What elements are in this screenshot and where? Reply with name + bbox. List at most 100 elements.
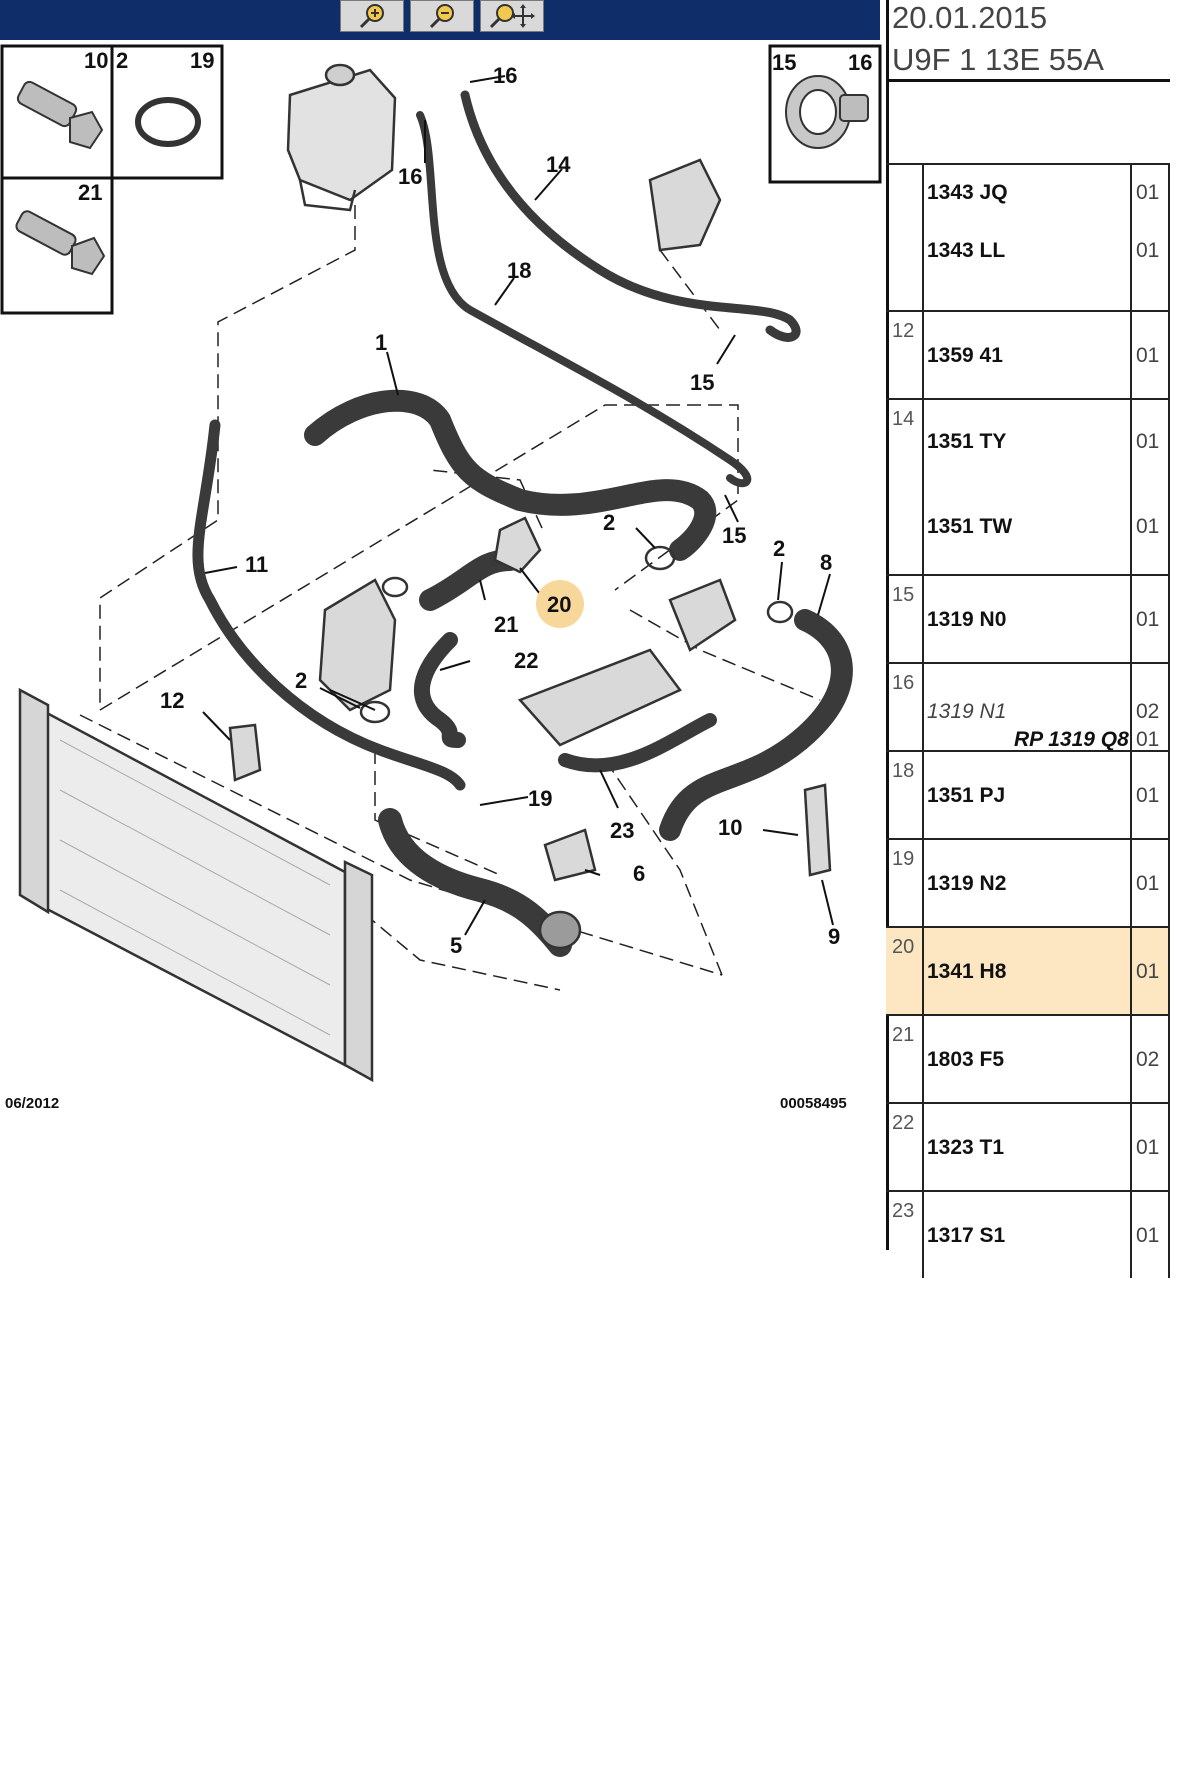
callout-19: 19 [528,786,552,811]
column-separator [1130,400,1132,574]
part-index: 14 [892,408,915,430]
part-reference[interactable]: 1351 TW [927,515,1013,538]
replacement-reference[interactable]: RP 1319 Q8 [1014,728,1129,751]
callout-16a: 16 [493,63,517,88]
column-separator [922,400,924,574]
column-separator [1168,1192,1170,1278]
part-reference[interactable]: 1319 N2 [927,872,1007,895]
part-index: 16 [892,672,915,694]
parts-row-18[interactable]: 18 1351 PJ 01 [886,750,1170,838]
callout-2c: 2 [295,668,307,693]
part-reference[interactable]: 1323 T1 [927,1136,1005,1159]
part-reference[interactable]: 1351 TY [927,430,1007,453]
callout-2b: 2 [773,536,785,561]
part-reference[interactable]: 1803 F5 [927,1048,1005,1071]
callout-10: 10 [718,815,742,840]
column-separator [1168,1104,1170,1190]
part-index: 23 [892,1200,915,1222]
callout-15b: 15 [722,523,746,548]
parts-row-23[interactable]: 23 1317 S1 01 [886,1190,1170,1278]
diagram-number-footer: 00058495 [780,1095,847,1112]
column-separator [1130,840,1132,926]
part-index: 22 [892,1112,915,1134]
callout-5: 5 [450,933,462,958]
callout-1: 1 [375,330,387,355]
inset-label-15: 15 [772,50,796,75]
column-separator [922,1016,924,1102]
column-separator [1130,576,1132,662]
part-quantity: 01 [1136,784,1160,807]
column-separator [1168,664,1170,750]
column-separator [922,928,924,1014]
part-reference[interactable]: 1351 PJ [927,784,1006,807]
column-separator [922,840,924,926]
part-quantity: 01 [1136,608,1160,631]
column-separator [1130,1192,1132,1278]
part-quantity: 01 [1136,960,1160,983]
callout-23: 23 [610,818,634,843]
part-reference[interactable]: 1317 S1 [927,1224,1006,1247]
column-separator [922,1192,924,1278]
part-quantity: 01 [1136,1224,1160,1247]
column-separator [922,312,924,398]
column-separator [1130,664,1132,750]
exploded-parts-diagram: 10 2 19 21 15 16 1 2 2 2 5 6 8 9 10 11 1… [0,44,882,1112]
part-reference[interactable]: 1359 41 [927,344,1003,367]
column-separator [1130,1016,1132,1102]
zoom-out-button[interactable] [410,0,474,32]
parts-diagram-panel: 10 2 19 21 15 16 1 2 2 2 5 6 8 9 10 11 1… [0,0,882,1112]
column-separator [1168,312,1170,398]
panel-divider [886,0,889,1250]
part-quantity: 01 [1136,872,1160,895]
callout-14: 14 [546,152,571,177]
inset-label-21: 21 [78,180,102,205]
column-separator [1168,840,1170,926]
callout-12: 12 [160,688,184,713]
column-separator [922,165,924,310]
part-quantity: 01 [1136,344,1160,367]
zoom-pan-button[interactable] [480,0,544,32]
zoom-pan-icon [489,4,535,29]
part-reference[interactable]: 1319 N0 [927,608,1007,631]
column-separator [1168,400,1170,574]
diagram-toolbar [0,0,880,40]
part-index: 18 [892,760,915,782]
column-separator [1130,752,1132,838]
part-quantity: 01 [1136,1136,1160,1159]
part-reference[interactable]: 1343 JQ [927,181,1008,204]
callout-8: 8 [820,550,832,575]
parts-row-22[interactable]: 22 1323 T1 01 [886,1102,1170,1190]
callout-18: 18 [507,258,531,283]
callout-22: 22 [514,648,538,673]
zoom-in-icon [359,4,384,29]
part-reference[interactable]: 1341 H8 [927,960,1007,983]
column-separator [922,1104,924,1190]
column-separator [1168,752,1170,838]
part-reference[interactable]: 1343 LL [927,239,1006,262]
part-reference[interactable]: 1319 N1 [927,700,1007,723]
column-separator [1130,1104,1132,1190]
part-index: 12 [892,320,915,342]
column-separator [1168,928,1170,1014]
callout-21: 21 [494,612,518,637]
column-separator [1130,312,1132,398]
column-separator [1130,928,1132,1014]
zoom-out-icon [429,4,454,29]
column-separator [922,576,924,662]
parts-row-12[interactable]: 12 1359 41 01 [886,310,1170,398]
column-separator [1130,165,1132,310]
column-separator [922,752,924,838]
part-quantity: 02 [1136,1048,1160,1071]
callout-16b: 16 [398,164,422,189]
part-quantity: 01 [1136,239,1160,262]
inset-label-19: 19 [190,48,214,73]
zoom-in-button[interactable] [340,0,404,32]
part-quantity: 01 [1136,430,1160,453]
